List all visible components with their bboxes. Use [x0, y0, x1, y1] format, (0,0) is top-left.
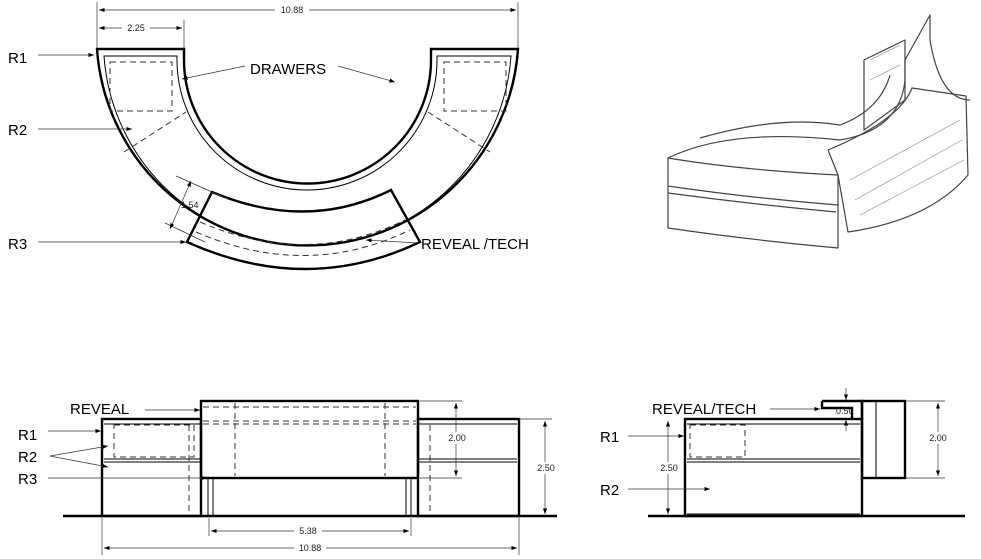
front-label-r1: R1 [18, 427, 37, 444]
plan-r3-counter [185, 188, 422, 271]
front-label-reveal: REVEAL [70, 401, 129, 418]
plan-label-r1: R1 [8, 50, 27, 67]
side-cabinet [683, 417, 864, 518]
r2-split-right [427, 111, 491, 153]
plan-view: 10.88 2.25 1.54 R1 R2 R3 DRAWERS REVEAL … [8, 2, 529, 271]
side-dim-height: 2.50 [660, 463, 678, 473]
plan-label-reveal-tech: REVEAL /TECH [421, 236, 529, 253]
plan-desk-outline [95, 47, 520, 247]
plan-label-drawers: DRAWERS [250, 61, 326, 78]
front-dim-center-width: 5.38 [299, 526, 317, 536]
plan-inner-line [103, 55, 512, 247]
side-dim-ledge: 0.50 [836, 406, 854, 416]
side-dim-tech-height: 2.00 [929, 433, 947, 443]
side-elevation: 0.50 2.50 2.00 REVEAL/TECH R1 R2 [600, 388, 965, 518]
front-dim-overall: 10.88 [299, 543, 322, 553]
side-label-r1: R1 [600, 429, 619, 446]
front-dim-height: 2.50 [537, 463, 555, 473]
front-elevation: 2.00 2.50 5.38 10.88 REVEAL R1 R2 R3 [18, 399, 559, 555]
front-label-r2: R2 [18, 449, 37, 466]
front-left-cabinet [100, 417, 203, 518]
perspective-sketch [667, 14, 971, 249]
r2-split-left [123, 111, 187, 153]
front-counter-top [199, 399, 420, 480]
side-label-reveal-tech: REVEAL/TECH [652, 401, 756, 418]
side-ledge [820, 399, 864, 419]
side-label-r2: R2 [600, 482, 619, 499]
dim-wing: 2.25 [127, 23, 145, 33]
plan-label-r2: R2 [8, 122, 27, 139]
drawer-left [109, 61, 173, 112]
dim-depth: 1.54 [181, 200, 199, 210]
reveal-line-1 [199, 219, 406, 245]
front-dim-top-height: 2.00 [448, 433, 466, 443]
drawer-right [443, 61, 507, 112]
front-label-r3: R3 [18, 471, 37, 488]
side-tech-panel [860, 399, 907, 480]
plan-label-r3: R3 [8, 236, 27, 253]
dim-overall: 10.88 [281, 5, 304, 15]
